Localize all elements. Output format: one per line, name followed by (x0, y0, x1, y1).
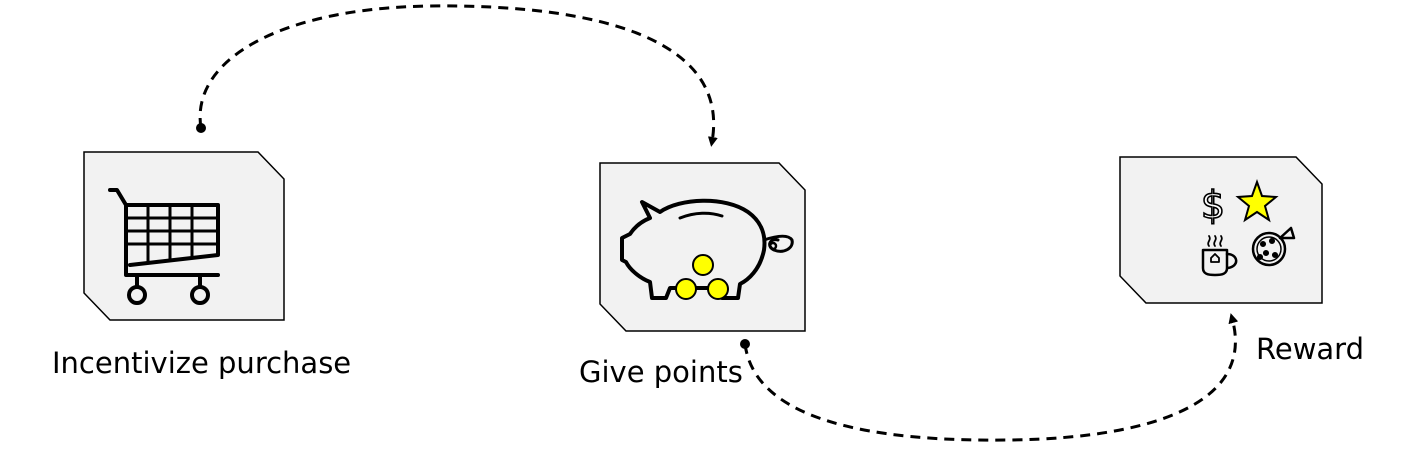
step-card-give-points (599, 162, 806, 332)
star-icon (1235, 179, 1279, 223)
dollar-icon: $ (1201, 183, 1225, 227)
rewards-icon: $ (1200, 179, 1296, 277)
coins-icon (675, 254, 729, 300)
step-card-incentivize (83, 151, 285, 321)
shopping-cart-icon (108, 188, 220, 305)
step-label-give-points: Give points (579, 355, 743, 389)
step-label-incentivize: Incentivize purchase (52, 346, 351, 380)
piggy-bank-icon (620, 198, 794, 300)
step-label-reward: Reward (1256, 332, 1364, 366)
coffee-cup-icon (1201, 235, 1238, 277)
step-card-reward: $ (1119, 156, 1323, 304)
arrow-points-to-reward (740, 313, 1239, 442)
pizza-icon (1251, 226, 1296, 267)
arrow-incentivize-to-points (196, 4, 718, 147)
